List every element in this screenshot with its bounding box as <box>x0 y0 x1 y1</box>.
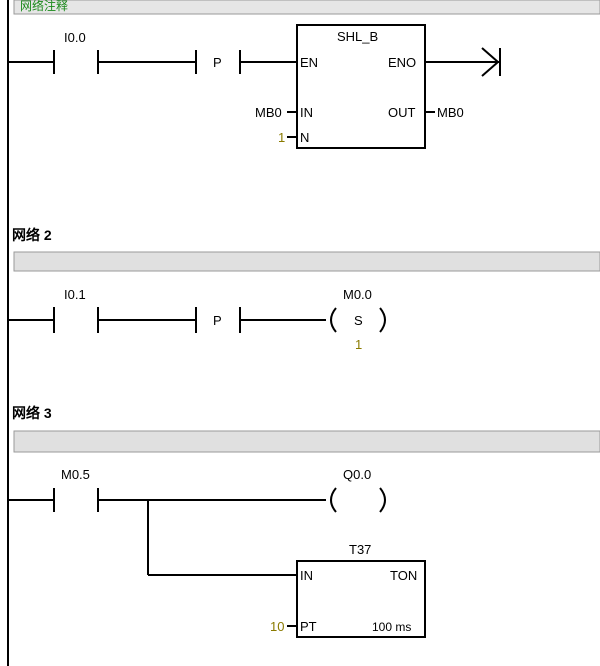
coil-count: 1 <box>355 337 362 352</box>
positive-edge-p[interactable]: P <box>195 307 241 333</box>
network2-rung: I0.1 P M0.0 S 1 <box>8 287 386 352</box>
contact-address: I0.1 <box>64 287 86 302</box>
contact-i0-1[interactable]: I0.1 <box>53 287 99 333</box>
network3-comment-bar[interactable] <box>13 430 600 453</box>
in-operand[interactable]: MB0 <box>255 105 282 120</box>
network2-title: 网络 2 <box>12 227 52 243</box>
network2-comment-bar[interactable] <box>13 251 600 272</box>
box-title: SHL_B <box>337 29 378 44</box>
n-pin: N <box>300 130 309 145</box>
eno-pin: ENO <box>388 55 416 70</box>
timer-type: TON <box>390 568 417 583</box>
shl-b-box[interactable]: SHL_B EN ENO IN OUT N <box>296 24 426 149</box>
network-comment: 网络注释 <box>20 0 68 13</box>
time-base: 100 ms <box>372 620 411 634</box>
network1-rung: I0.0 P SHL_B EN ENO IN OUT N MB0 MB0 1 <box>8 24 501 149</box>
positive-edge-p[interactable]: P <box>195 50 241 74</box>
ton-timer-box[interactable]: IN TON PT 100 ms <box>296 560 426 638</box>
edge-label: P <box>213 55 222 70</box>
timer-title[interactable]: T37 <box>349 542 371 557</box>
in-pin: IN <box>300 105 313 120</box>
contact-address: I0.0 <box>64 30 86 45</box>
contact-i0-0[interactable]: I0.0 <box>53 30 99 74</box>
en-pin: EN <box>300 55 318 70</box>
contact-m0-5[interactable]: M0.5 <box>53 467 99 512</box>
network3-title: 网络 3 <box>12 405 52 421</box>
eno-output-arrow-icon <box>481 47 501 77</box>
coil-address: Q0.0 <box>343 467 371 482</box>
out-operand[interactable]: MB0 <box>437 105 464 120</box>
in-pin: IN <box>300 568 313 583</box>
network1-comment-bar[interactable]: 网络注释 <box>13 0 600 15</box>
coil-type: S <box>354 313 363 328</box>
pt-value[interactable]: 10 <box>270 619 284 634</box>
contact-address: M0.5 <box>61 467 90 482</box>
coil-address: M0.0 <box>343 287 372 302</box>
out-pin: OUT <box>388 105 416 120</box>
pt-pin: PT <box>300 619 317 634</box>
set-coil-m0-0[interactable]: M0.0 S 1 <box>330 287 386 352</box>
n-value[interactable]: 1 <box>278 130 285 145</box>
output-coil-q0-0[interactable]: Q0.0 <box>330 467 386 513</box>
network3-rung: M0.5 Q0.0 IN TON PT 100 ms T37 10 <box>8 467 426 638</box>
edge-label: P <box>213 313 222 328</box>
